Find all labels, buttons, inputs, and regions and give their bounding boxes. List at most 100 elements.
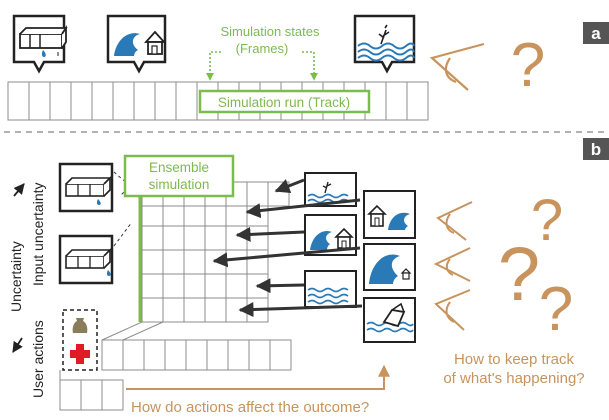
action-run-cell (227, 339, 250, 371)
frame-pointer-right (302, 51, 318, 81)
flood-wave-icon (357, 24, 415, 62)
first-aid-icon (70, 344, 90, 364)
ensemble-cell (204, 273, 227, 299)
frame-wave-house (106, 14, 167, 74)
panel-a-badge: a (583, 22, 609, 44)
track-label: Simulation run (Track) (218, 95, 350, 110)
ensemble-cell (141, 225, 164, 251)
question-actions: How do actions affect the outcome? (131, 399, 369, 416)
outcome-arrow (126, 364, 390, 390)
ensemble-cell (183, 273, 206, 299)
action-run-cell (59, 379, 82, 411)
axis-input-uncertainty: Input uncertainty (30, 182, 46, 286)
eye-icon (433, 247, 471, 282)
question-keep-track: How to keep track (454, 351, 575, 368)
wave-house-icon (114, 30, 167, 56)
action-run-cell (164, 339, 187, 371)
ensemble-cell (225, 249, 248, 275)
question-mark-icon: ? (539, 275, 573, 344)
ensemble-cell (141, 273, 164, 299)
track-cell (112, 81, 135, 121)
track-cell (7, 81, 30, 121)
user-actions-box (62, 309, 98, 371)
ensemble-frame-house-sunk (363, 297, 416, 343)
branch-line (101, 321, 143, 341)
ensemble-label: Ensemble (149, 160, 209, 175)
input-pipe-frame-2 (58, 234, 114, 285)
pipe-leak-icon (19, 25, 68, 57)
ensemble-cell (204, 225, 227, 251)
ensemble-cell (162, 249, 185, 275)
ensemble-cell (183, 297, 206, 323)
eye-icon (429, 42, 485, 91)
svg-text:a: a (591, 24, 601, 43)
frames-label: Simulation states (221, 24, 320, 39)
track-cell (70, 81, 93, 121)
ensemble-cell (183, 249, 206, 275)
input-connector-1 (113, 171, 131, 197)
ensemble-label-box (123, 154, 235, 198)
ensemble-frame-big-wave (363, 243, 416, 291)
action-run-cell (248, 339, 271, 371)
ensemble-cell (204, 297, 227, 323)
ensemble-cell (162, 273, 185, 299)
ensemble-cell (225, 273, 248, 299)
ensemble-cell (183, 202, 206, 228)
ensemble-cell (162, 202, 185, 228)
track-cell (133, 81, 156, 121)
track-cell (175, 81, 198, 121)
input-connector-2 (113, 221, 133, 247)
question-keep-track-sub: of what's happening? (443, 370, 584, 387)
ensemble-frame-house-wave (363, 190, 416, 239)
sandbag-icon (72, 318, 88, 333)
ensemble-cell (204, 202, 227, 228)
track-cell (91, 81, 114, 121)
action-run-cell (269, 339, 292, 371)
ensemble-cell (141, 297, 164, 323)
action-run-cell (143, 339, 166, 371)
ensemble-cell (162, 297, 185, 323)
ensemble-cell (141, 202, 164, 228)
question-mark-icon: ? (498, 232, 540, 317)
input-pipe-frame-1 (58, 162, 114, 213)
track-cell (49, 81, 72, 121)
ensemble-cell (141, 249, 164, 275)
action-run-cell (185, 339, 208, 371)
question-mark-icon: ? (511, 31, 545, 100)
ensemble-cell (183, 225, 206, 251)
track-cell (28, 81, 51, 121)
action-run-cell (101, 339, 124, 371)
panel-b: b Input uncertainty Uncertainty User act… (8, 138, 609, 416)
ensemble-frame-flood-mid (304, 270, 357, 308)
eye-icon (434, 289, 471, 331)
ensemble-cell (246, 249, 269, 275)
panel-b-badge: b (583, 138, 609, 160)
eye-icon (436, 201, 473, 241)
branch-line (122, 321, 164, 341)
action-run-cell (101, 379, 124, 411)
track-cell (406, 81, 429, 121)
ensemble-cell (246, 181, 269, 207)
frame-pointer-left (206, 51, 221, 81)
frame-to-run-arrows (212, 178, 363, 318)
action-run-cell (206, 339, 229, 371)
axis-user-actions: User actions (30, 320, 46, 398)
axis-uncertainty: Uncertainty (8, 241, 24, 312)
track-cell (385, 81, 408, 121)
frame-pipe-leak (12, 14, 68, 74)
axis-arrow-down (12, 337, 23, 353)
ensemble-cell (225, 202, 248, 228)
panel-a: a (7, 14, 609, 121)
ensemble-cell (225, 225, 248, 251)
action-run-cell (80, 379, 103, 411)
ensemble-label-sub: simulation (149, 177, 210, 192)
svg-text:b: b (591, 140, 601, 159)
ensemble-cell (162, 225, 185, 251)
ensemble-cell (246, 202, 269, 228)
ensemble-grid (59, 180, 292, 411)
track-cell (154, 81, 177, 121)
track-label-box (198, 89, 371, 114)
axis-arrow-up (13, 183, 25, 197)
frames-label-sub: (Frames) (236, 41, 289, 56)
